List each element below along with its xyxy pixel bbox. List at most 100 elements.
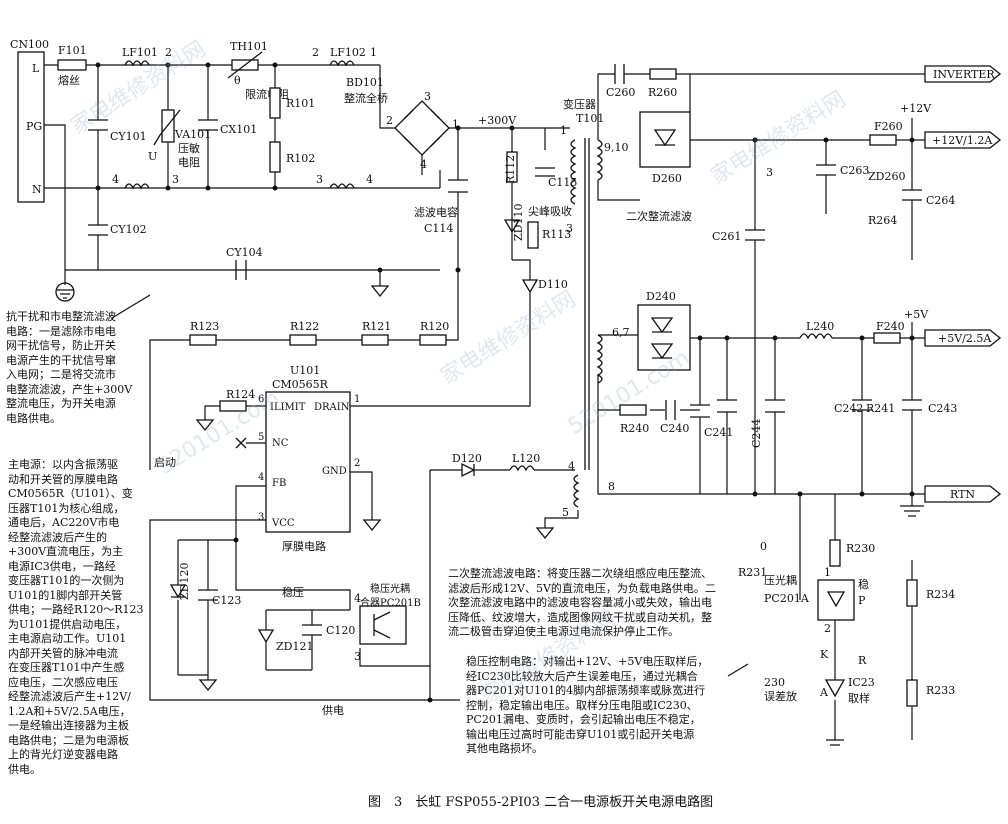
label-theta: θ xyxy=(234,74,241,87)
optocoupler-transistor xyxy=(373,611,391,639)
label-k: K xyxy=(820,648,829,661)
resistor-r124 xyxy=(219,400,247,412)
label-r233: R233 xyxy=(926,684,955,697)
wire-12v-return xyxy=(597,180,640,201)
bridge-bd101 xyxy=(394,100,450,156)
ground-c123 xyxy=(198,679,218,692)
label-bridge-pin2: 2 xyxy=(386,114,393,127)
diode-d240-package xyxy=(637,304,691,371)
zener-zd121 xyxy=(257,629,275,644)
label-r102: R102 xyxy=(286,152,315,165)
label-300v: +300V xyxy=(478,114,517,127)
label-f240: F240 xyxy=(876,320,905,333)
label-sample-cn: 取样 xyxy=(848,691,870,705)
label-bd101: BD101 xyxy=(346,76,384,89)
label-lf101-pin4: 4 xyxy=(112,173,119,186)
label-drain: DRAIN xyxy=(314,402,350,413)
label-u101: U101 xyxy=(290,364,320,377)
earth-ground-lines xyxy=(57,289,73,299)
label-ilimit: ILIMIT xyxy=(270,402,306,413)
resistor-r234 xyxy=(906,579,918,607)
resistor-r122 xyxy=(289,334,317,346)
inductor-lf101-bottom xyxy=(124,183,150,190)
label-l240: L240 xyxy=(806,320,834,333)
label-pc201a-cn: 压光耦 xyxy=(764,573,797,587)
label-r122: R122 xyxy=(290,320,319,333)
label-thick-cn: 厚膜电路 xyxy=(282,540,326,553)
fuse-f240 xyxy=(873,332,901,344)
label-c241: C241 xyxy=(704,426,733,439)
label-cx101: CX101 xyxy=(220,123,257,136)
label-lf102-pin3: 3 xyxy=(316,173,323,186)
label-c244: C244 xyxy=(750,419,763,448)
label-r123: R123 xyxy=(190,320,219,333)
wire-vcc xyxy=(149,519,460,701)
inductor-lf102-top xyxy=(329,60,355,67)
wire-gnd xyxy=(350,471,373,520)
label-cn100: CN100 xyxy=(10,38,49,51)
label-r240: R240 xyxy=(620,422,649,435)
label-pc-cn2: 合器PC201B xyxy=(360,596,421,609)
note-main-power: 主电源：以内含振荡驱 动和开关管的厚膜电路 CM0565R（U101）、变 压器… xyxy=(8,458,144,776)
label-ic23: IC23 xyxy=(848,676,875,689)
label-c261: C261 xyxy=(712,230,741,243)
label-r124: R124 xyxy=(226,388,255,401)
label-pc201a: PC201A xyxy=(764,592,810,605)
label-230: 230 xyxy=(764,676,785,689)
label-t101-pin3: 3 xyxy=(566,222,573,235)
label-th-cn: 限流电阻 xyxy=(245,87,289,101)
note-secondary-rectifier: 二次整流滤波电路：将变压器二次绕组感应电压整流、 滤波后形成12V、5V的直流电… xyxy=(448,567,716,638)
optocoupler-pc201b xyxy=(359,605,407,645)
label-r113: R113 xyxy=(542,228,571,241)
resistor-r112 xyxy=(506,151,518,183)
label-l120: L120 xyxy=(512,452,540,465)
label-pin5: 5 xyxy=(258,432,264,443)
ic-u101 xyxy=(265,391,351,533)
capacitor-c261 xyxy=(745,229,765,241)
bridge-diodes xyxy=(403,109,441,147)
optocoupler-led xyxy=(826,591,846,608)
resistor-r102 xyxy=(269,141,281,173)
diode-d120 xyxy=(461,462,476,478)
label-bd-cn: 整流全桥 xyxy=(344,91,388,105)
capacitor-cx101 xyxy=(198,119,218,131)
label-pin2: 2 xyxy=(354,458,360,469)
label-5v: +5V xyxy=(904,308,929,321)
label-t101-cn: 变压器 xyxy=(563,97,596,111)
output-rtn-tag xyxy=(924,485,1002,503)
label-lf101: LF101 xyxy=(122,46,158,59)
label-pin-l: L xyxy=(32,62,40,75)
wire-regulation xyxy=(799,494,836,600)
connector-cn100 xyxy=(17,51,45,203)
wire-drain xyxy=(350,292,531,407)
wire-5v-bus xyxy=(598,334,800,339)
note-regulation-control: 稳压控制电路：对输出+12V、+5V电压取样后， 经IC230比较放大后产生误差… xyxy=(466,655,709,755)
wire-5v-filter xyxy=(861,338,913,494)
resistor-r101 xyxy=(269,87,281,119)
zener-zd120 xyxy=(169,584,187,599)
label-lf102-pin4: 4 xyxy=(366,173,373,186)
label-zd120: ZD120 xyxy=(178,563,191,600)
label-th101: TH101 xyxy=(230,40,268,53)
label-zd260: ZD260 xyxy=(868,170,905,183)
output-5v-tag xyxy=(924,329,1002,347)
label-inverter: INVERTER xyxy=(933,68,995,81)
capacitor-c114 xyxy=(448,179,468,193)
wire-r124 xyxy=(204,405,266,420)
capacitor-c264 xyxy=(902,189,922,201)
label-t101: T101 xyxy=(576,112,604,125)
label-lf102: LF102 xyxy=(330,46,366,59)
label-fuse-cn: 熔丝 xyxy=(58,73,80,87)
label-r230: R230 xyxy=(846,542,875,555)
label-stab-cn: 稳压 xyxy=(282,585,304,599)
label-partial-3: 3 xyxy=(766,166,773,179)
label-t101-pin1: 1 xyxy=(560,124,567,137)
label-pin6: 6 xyxy=(258,394,264,405)
inductor-lf101-top xyxy=(124,60,150,67)
capacitor-c120 xyxy=(302,624,322,636)
label-r: R xyxy=(858,654,867,667)
label-lf101-pin2: 2 xyxy=(165,46,172,59)
label-c123: C123 xyxy=(212,594,241,607)
label-r112: R112 xyxy=(504,155,517,184)
resistor-r120 xyxy=(419,334,447,346)
